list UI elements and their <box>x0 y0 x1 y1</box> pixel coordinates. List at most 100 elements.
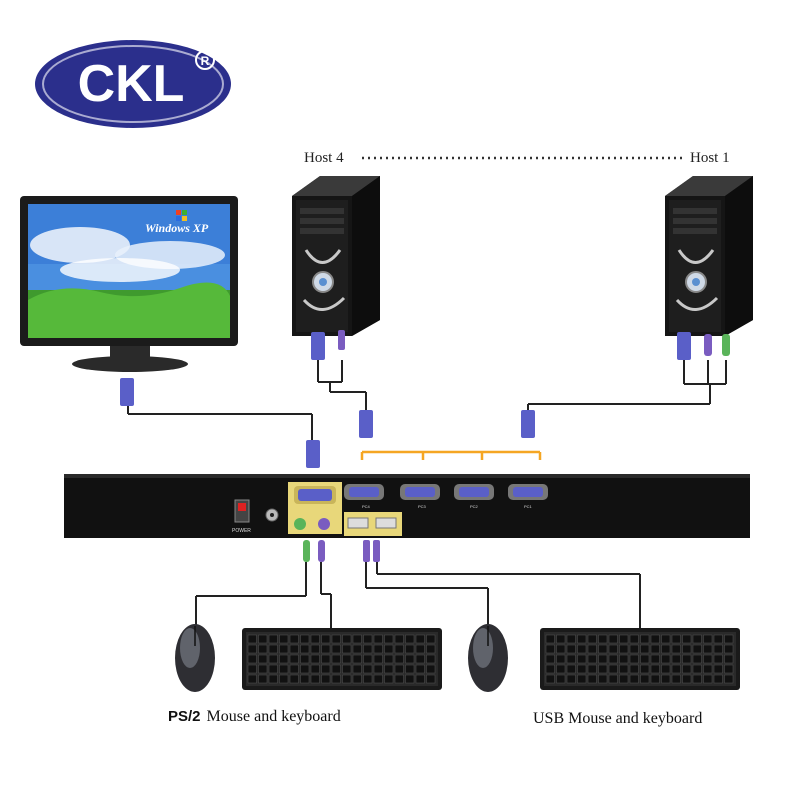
keyboard-key <box>682 664 692 674</box>
keyboard-key <box>394 654 404 664</box>
keyboard-key <box>703 654 713 664</box>
ps2-caption-text: Mouse and keyboard <box>206 708 341 725</box>
keyboard-key <box>342 664 352 674</box>
host-1-label: Host 1 <box>690 150 730 166</box>
keyboard-key <box>577 644 587 654</box>
keyboard-key <box>258 674 268 684</box>
ps2-keyboard-port <box>318 518 330 530</box>
pc3-port: PC3 <box>400 484 440 509</box>
host-1-vga-plug <box>677 332 691 360</box>
pc4-port: PC4 <box>344 484 384 509</box>
keyboard-key <box>268 664 278 674</box>
keyboard-key <box>258 644 268 654</box>
keyboard-key <box>279 654 289 664</box>
keyboard-key <box>598 654 608 664</box>
keyboard-key <box>384 654 394 664</box>
keyboard-key <box>640 674 650 684</box>
keyboard-key <box>692 664 702 674</box>
keyboard-key <box>671 674 681 684</box>
keyboard-key <box>352 654 362 664</box>
usb-port-1 <box>347 517 369 529</box>
keyboard-key <box>556 654 566 664</box>
keyboard-key <box>394 674 404 684</box>
keyboard-key <box>661 644 671 654</box>
keyboard-key <box>608 674 618 684</box>
keyboard-key <box>724 664 734 674</box>
keyboard-key <box>363 664 373 674</box>
keyboard-key <box>640 654 650 664</box>
keyboard-key <box>566 664 576 674</box>
keyboard-key <box>279 644 289 654</box>
keyboard-key <box>650 664 660 674</box>
keyboard-key <box>703 634 713 644</box>
keyboard-key <box>415 674 425 684</box>
keyboard-key <box>331 654 341 664</box>
keyboard-key <box>650 654 660 664</box>
keyboard-key <box>426 644 436 654</box>
keyboard-key <box>426 664 436 674</box>
keyboard-key <box>556 644 566 654</box>
keyboard-key <box>300 664 310 674</box>
keyboard-key <box>268 644 278 654</box>
keyboard-key <box>724 644 734 654</box>
keyboard-key <box>671 664 681 674</box>
keyboard-key <box>661 634 671 644</box>
keyboard-key <box>289 674 299 684</box>
keyboard-key <box>577 654 587 664</box>
keyboard-key <box>650 644 660 654</box>
keyboard-key <box>619 644 629 654</box>
ps2-caption-prefix: PS/2 <box>168 708 201 725</box>
host-4-kvm-plug <box>359 410 373 438</box>
keyboard-key <box>608 654 618 664</box>
keyboard-key <box>619 634 629 644</box>
usb-cables <box>365 562 641 628</box>
keyboard-key <box>713 634 723 644</box>
keyboard-key <box>703 644 713 654</box>
host-4-label: Host 4 <box>304 150 344 166</box>
keyboard-key <box>321 674 331 684</box>
keyboard-key <box>331 634 341 644</box>
keyboard-key <box>577 634 587 644</box>
keyboard-key <box>363 634 373 644</box>
keyboard-key <box>566 654 576 664</box>
keyboard-key <box>373 674 383 684</box>
keyboard-key <box>321 654 331 664</box>
host-4-vga-plug <box>311 332 325 360</box>
keyboard-key <box>247 674 257 684</box>
keyboard-key <box>629 654 639 664</box>
keyboard-key <box>713 664 723 674</box>
keyboard-key <box>321 644 331 654</box>
keyboard-key <box>352 664 362 674</box>
keyboard-key <box>671 654 681 664</box>
keyboard-key <box>331 664 341 674</box>
keyboard-key <box>619 654 629 664</box>
keyboard-key <box>405 664 415 674</box>
keyboard-key <box>373 654 383 664</box>
keyboard-key <box>598 634 608 644</box>
keyboard-key <box>640 634 650 644</box>
logo-text: CKL <box>78 55 185 113</box>
keyboard-key <box>321 634 331 644</box>
keyboard-key <box>321 664 331 674</box>
keyboard-key <box>342 654 352 664</box>
keyboard-key <box>279 634 289 644</box>
keyboard-key <box>671 634 681 644</box>
host-1-cable <box>527 360 727 412</box>
keyboard-key <box>405 674 415 684</box>
keyboard-key <box>598 664 608 674</box>
keyboard-key <box>415 644 425 654</box>
keyboard-key <box>300 654 310 664</box>
keyboard-key <box>587 654 597 664</box>
keyboard-key <box>363 654 373 664</box>
keyboard-key <box>545 634 555 644</box>
keyboard-key <box>289 634 299 644</box>
keyboard-key <box>373 644 383 654</box>
keyboard-key <box>394 644 404 654</box>
usb-mouse <box>468 624 508 692</box>
keyboard-key <box>629 674 639 684</box>
host-1-tower <box>665 176 753 336</box>
keyboard-key <box>692 674 702 684</box>
keyboard-key <box>619 664 629 674</box>
keyboard-key <box>682 674 692 684</box>
keyboard-key <box>545 644 555 654</box>
